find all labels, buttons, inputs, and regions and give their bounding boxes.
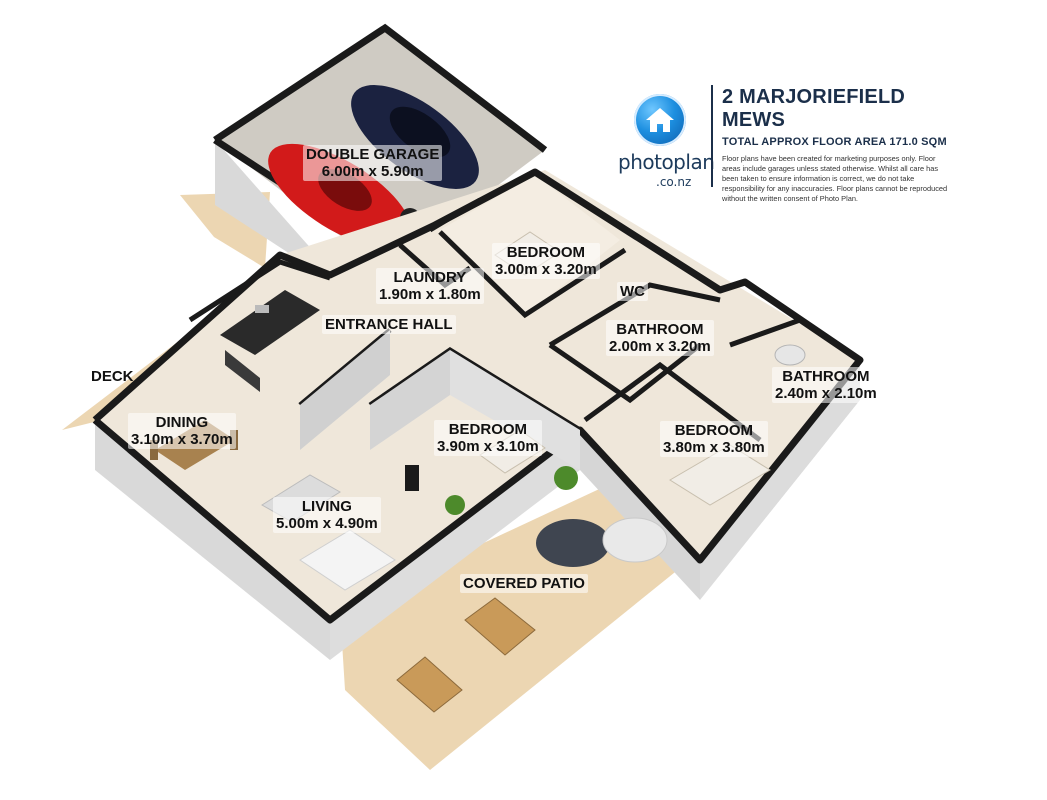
- plant-patio-icon: [554, 466, 578, 490]
- room-dims: 5.00m x 4.90m: [276, 515, 378, 532]
- room-dims: 3.00m x 3.20m: [495, 261, 597, 278]
- dark-car-icon: [351, 85, 479, 189]
- room-name: BEDROOM: [674, 422, 754, 439]
- header-divider: [711, 85, 713, 187]
- room-dims: 2.40m x 2.10m: [775, 385, 877, 402]
- room-dims: 3.90m x 3.10m: [437, 438, 539, 455]
- room-name: COVERED PATIO: [463, 575, 585, 592]
- tv-icon: [405, 465, 419, 491]
- bedroom2-wall-face2: [450, 350, 580, 470]
- room-dims: 6.00m x 5.90m: [321, 163, 424, 180]
- garage-walls: [213, 23, 548, 153]
- wall-face-bedroom3: [580, 430, 700, 600]
- wall-face-left: [95, 420, 330, 660]
- garage-wall-face: [215, 140, 330, 280]
- label-bathroom-2: BATHROOM 2.40m x 2.10m: [772, 367, 880, 403]
- room-name: DINING: [155, 414, 209, 431]
- property-address: 2 MARJORIEFIELD MEWS: [722, 86, 906, 131]
- outer-walls: [92, 168, 864, 624]
- plant-icon: [445, 495, 465, 515]
- room-dims: 3.10m x 3.70m: [131, 431, 233, 448]
- bench-icon: [464, 597, 536, 656]
- label-entrance-hall: ENTRANCE HALL: [322, 315, 456, 334]
- room-name: LIVING: [301, 498, 352, 515]
- room-name: ENTRANCE HALL: [325, 316, 453, 333]
- label-bedroom-3: BEDROOM 3.80m x 3.80m: [660, 421, 768, 457]
- umbrella-icon: [602, 517, 668, 563]
- room-dims: 3.80m x 3.80m: [663, 439, 765, 456]
- shower-icon: [774, 344, 806, 366]
- label-living: LIVING 5.00m x 4.90m: [273, 497, 381, 533]
- room-name: BATHROOM: [616, 321, 704, 338]
- wall-face-patio: [330, 430, 580, 660]
- label-dining: DINING 3.10m x 3.70m: [128, 413, 236, 449]
- room-name: DECK: [91, 368, 134, 385]
- brand-domain: .co.nz: [656, 175, 692, 189]
- label-bedroom-1: BEDROOM 3.00m x 3.20m: [492, 243, 600, 279]
- label-covered-patio: COVERED PATIO: [460, 574, 588, 593]
- kitchen-icon: [220, 290, 320, 392]
- wall-face-right: [700, 360, 860, 600]
- room-name: BEDROOM: [506, 244, 586, 261]
- room-name: LAUNDRY: [393, 269, 467, 286]
- room-dims: 1.90m x 1.80m: [379, 286, 481, 303]
- room-name: DOUBLE GARAGE: [306, 146, 440, 163]
- listing-header: 2 MARJORIEFIELD MEWS TOTAL APPROX FLOOR …: [722, 86, 954, 204]
- label-laundry: LAUNDRY 1.90m x 1.80m: [376, 268, 484, 304]
- label-bedroom-2: BEDROOM 3.90m x 3.10m: [434, 420, 542, 456]
- room-dims: 2.00m x 3.20m: [609, 338, 711, 355]
- label-double-garage: DOUBLE GARAGE 6.00m x 5.90m: [303, 145, 443, 181]
- bedroom2-wall-face: [370, 350, 450, 450]
- label-deck: DECK: [88, 367, 137, 386]
- label-bathroom-1: BATHROOM 2.00m x 3.20m: [606, 320, 714, 356]
- label-wc: WC: [617, 282, 648, 301]
- disclaimer-text: Floor plans have been created for market…: [722, 154, 948, 203]
- room-name: BEDROOM: [448, 421, 528, 438]
- brand-logo: [634, 94, 686, 146]
- brand-block: photoplan .co.nz: [618, 86, 715, 189]
- floor-area: TOTAL APPROX FLOOR AREA 171.0 SQM: [722, 136, 947, 148]
- brand-name: photoplan: [618, 150, 715, 174]
- room-name: BATHROOM: [782, 368, 870, 385]
- hall-wall-face: [300, 330, 390, 450]
- room-name: WC: [620, 283, 645, 300]
- house-icon: [646, 108, 674, 132]
- patio-table-icon: [536, 519, 610, 567]
- bench2-icon: [396, 656, 463, 713]
- rug-icon: [299, 529, 396, 591]
